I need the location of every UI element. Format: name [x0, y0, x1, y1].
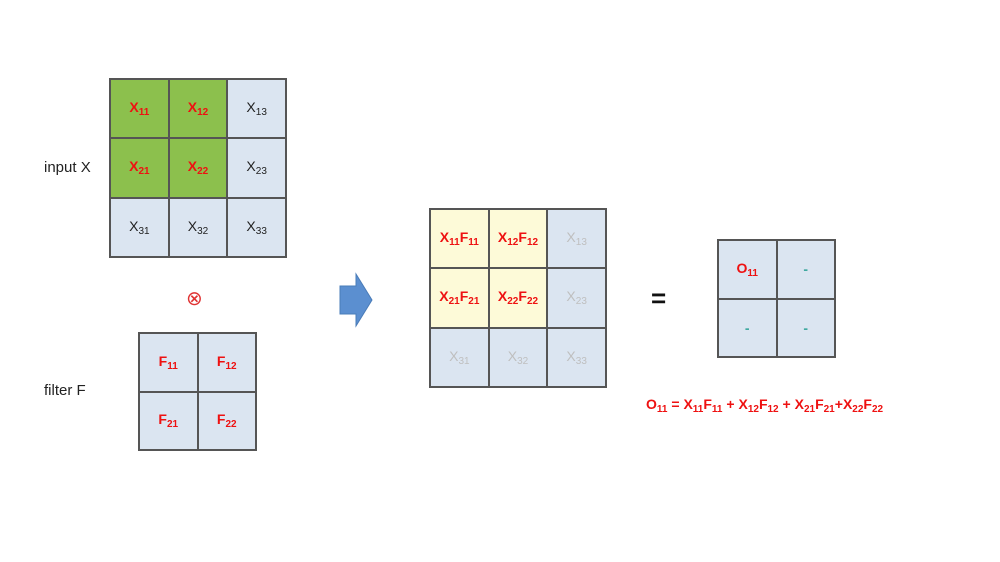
input-cell-23: X23	[227, 138, 286, 198]
formula-term-f: F22	[863, 396, 884, 415]
input-cell-text: X31	[129, 217, 150, 237]
input-cell-text: X33	[246, 217, 267, 237]
convolution-symbol-icon: ⊗	[186, 288, 203, 310]
filter-cell-text: F12	[216, 352, 237, 372]
filter-cell-text: F22	[216, 411, 237, 431]
formula-equals: =	[667, 396, 684, 412]
product-cell-x: X13	[566, 229, 587, 249]
output-formula: O11 = X11F11 + X12F12 + X21F21+X22F22	[646, 396, 883, 415]
product-cell-x: X23	[566, 288, 587, 308]
input-cell-13: X13	[227, 79, 286, 139]
input-cell-text: X32	[187, 217, 209, 237]
product-cell-f: F22	[518, 288, 539, 308]
equals-sign: =	[651, 283, 667, 313]
product-cell-13: X13	[547, 209, 606, 269]
right-arrow-icon	[339, 272, 373, 328]
filter-label: filter F	[44, 382, 86, 399]
product-cell-x: X32	[507, 347, 529, 367]
filter-cell-text: F11	[158, 352, 178, 372]
input-cell-text: X13	[246, 99, 267, 119]
product-cell-x: X33	[566, 347, 587, 367]
input-cell-21: X21	[110, 138, 169, 198]
output-cell-text: -	[803, 319, 809, 336]
product-cell-32: X32	[488, 327, 548, 387]
product-cell-31: X31	[430, 327, 489, 387]
input-cell-text: X22	[187, 158, 209, 178]
formula-term-x: X12	[738, 396, 759, 415]
filter-cell-22: F22	[197, 391, 256, 450]
output-cell-text: -	[803, 261, 809, 278]
input-label: input X	[44, 159, 91, 176]
formula-term-x: X11	[683, 396, 704, 415]
output-cell-11: O11	[718, 240, 777, 299]
product-cell-x: X31	[449, 347, 470, 367]
product-cell-f: F11	[459, 229, 479, 249]
formula-plus: +	[834, 396, 843, 412]
output-matrix: O11 - - -	[717, 239, 836, 358]
filter-cell-text: F21	[158, 411, 179, 431]
input-cell-33: X33	[227, 197, 286, 257]
input-cell-text: X12	[187, 99, 209, 119]
product-cell-x: X22	[497, 288, 519, 308]
input-cell-11: X11	[110, 79, 169, 139]
input-cell-text: X23	[246, 158, 267, 178]
formula-plus: +	[722, 396, 739, 412]
output-cell-21: -	[718, 298, 777, 357]
product-cell-x: X11	[439, 229, 460, 249]
formula-lhs: O11	[646, 396, 668, 415]
formula-term-f: F11	[703, 396, 723, 415]
formula-term-f: F12	[758, 396, 779, 415]
input-cell-text: X11	[129, 99, 150, 119]
output-cell-text: O11	[736, 259, 758, 279]
output-cell-22: -	[776, 298, 835, 357]
product-cell-x: X12	[497, 229, 519, 249]
input-cell-12: X12	[168, 79, 228, 139]
product-cell-33: X33	[547, 327, 606, 387]
input-cell-31: X31	[110, 197, 169, 257]
input-cell-text: X21	[129, 158, 150, 178]
input-cell-32: X32	[168, 197, 228, 257]
formula-term-x: X22	[842, 396, 864, 415]
formula-plus: +	[778, 396, 795, 412]
output-cell-12: -	[776, 240, 835, 299]
formula-term-f: F21	[815, 396, 835, 415]
input-cell-22: X22	[168, 138, 228, 198]
product-cell-f: F21	[459, 288, 480, 308]
product-cell-23: X23	[547, 268, 606, 328]
product-cell-x: X21	[439, 288, 460, 308]
filter-cell-12: F12	[197, 333, 256, 392]
product-cell-f: F12	[518, 229, 539, 249]
filter-cell-21: F21	[139, 391, 198, 450]
output-cell-text: -	[744, 319, 750, 336]
filter-cell-11: F11	[139, 333, 198, 392]
formula-term-x: X21	[794, 396, 816, 415]
